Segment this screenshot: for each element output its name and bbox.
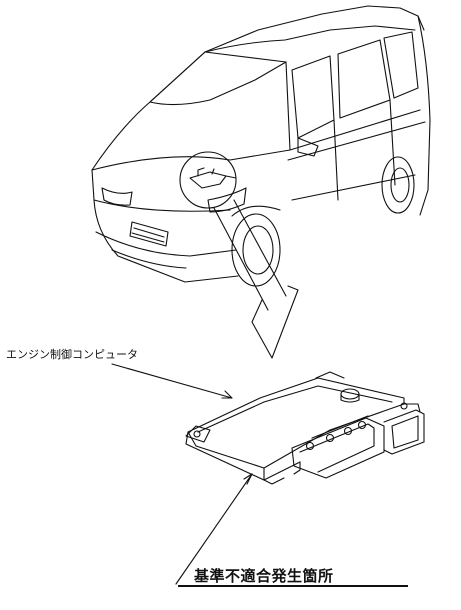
magnify-circle bbox=[179, 151, 237, 209]
defect-leader-line bbox=[175, 473, 253, 585]
defect-label-underline bbox=[178, 585, 408, 587]
ecu-leader-line bbox=[111, 363, 233, 399]
engine-control-computer-illustration bbox=[185, 371, 425, 485]
defect-location-label: 基準不適合発生箇所 bbox=[194, 567, 334, 585]
minivan-illustration bbox=[91, 5, 431, 287]
pointer-arrow bbox=[213, 199, 299, 359]
ecu-label: エンジン制御コンピュータ bbox=[6, 348, 138, 361]
